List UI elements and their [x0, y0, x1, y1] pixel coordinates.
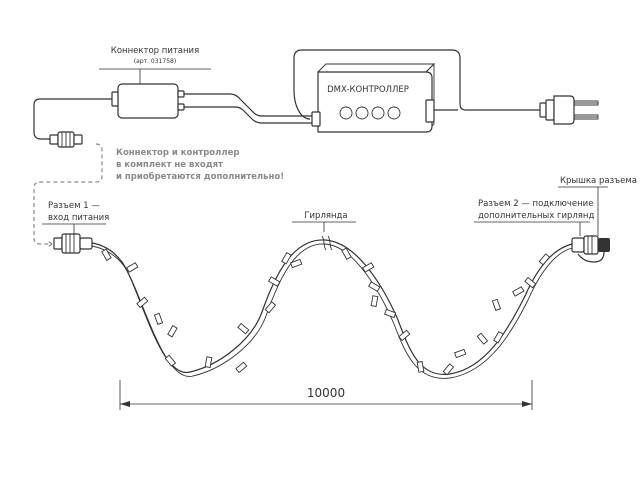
note-line-3: и приобретаются дополнительно! — [116, 171, 284, 182]
led-icon — [290, 258, 303, 269]
power-connector-cable — [33, 98, 112, 140]
input-connector-label-2: вход питания — [48, 213, 109, 223]
input-connector — [53, 233, 93, 254]
led-icon — [281, 252, 292, 265]
power-connector-label: Коннектор питания — [111, 46, 199, 56]
led-icon — [370, 295, 379, 307]
power-connector — [111, 83, 185, 119]
led-icon — [136, 296, 149, 309]
output-connector-label-1: Разъем 2 — подключение — [478, 199, 593, 209]
connector-cap-label: Крышка разъема — [560, 176, 637, 186]
controller-wire-top — [184, 93, 318, 117]
dmx-controller — [311, 62, 436, 133]
garland-leds — [101, 247, 551, 376]
led-icon — [264, 301, 277, 314]
led-icon — [164, 354, 177, 367]
controller-wire-bottom — [184, 106, 318, 124]
input-connector-label-1: Разъем 1 — — [48, 201, 100, 211]
led-icon — [491, 298, 502, 311]
led-icon — [268, 276, 281, 287]
controller-button-icon — [355, 106, 369, 120]
led-icon — [476, 332, 489, 345]
length-dimension — [119, 380, 533, 410]
controller-button-icon — [339, 106, 353, 120]
mains-plug-icon — [539, 95, 599, 125]
led-icon — [416, 361, 425, 373]
led-icon — [368, 281, 381, 292]
led-icon — [384, 308, 397, 319]
led-icon — [442, 363, 455, 376]
led-icon — [493, 331, 504, 344]
led-icon — [524, 276, 537, 289]
led-icon — [153, 312, 164, 325]
optional-connection-dashed — [33, 143, 103, 245]
led-icon — [237, 322, 250, 335]
garland-label: Гирлянда — [304, 211, 347, 221]
led-icon — [341, 247, 352, 260]
power-connector-article: (арт. 031758) — [134, 58, 176, 65]
power-connector-plug — [49, 131, 83, 148]
led-icon — [362, 262, 375, 273]
led-icon — [235, 361, 248, 374]
length-dimension-value: 10000 — [307, 386, 345, 400]
led-icon — [101, 248, 112, 261]
led-icon — [398, 329, 411, 342]
note-line-1: Коннектор и контроллер — [116, 148, 239, 158]
controller-label: DMX-КОНТРОЛЛЕР — [327, 85, 409, 95]
led-icon — [454, 348, 467, 359]
connector-cap-icon — [577, 238, 610, 263]
output-connector — [571, 235, 599, 255]
led-icon — [512, 286, 525, 297]
garland-break-mark — [321, 235, 333, 251]
led-icon — [204, 356, 213, 368]
led-icon — [538, 253, 551, 266]
output-connector-label-2: дополнительных гирлянд — [478, 211, 594, 221]
controller-button-icon — [371, 106, 385, 120]
led-icon — [126, 262, 139, 273]
note-line-2: в комплект не входят — [116, 160, 223, 170]
controller-outer-cable — [293, 49, 540, 120]
led-icon — [167, 325, 178, 338]
controller-button-icon — [387, 106, 401, 120]
